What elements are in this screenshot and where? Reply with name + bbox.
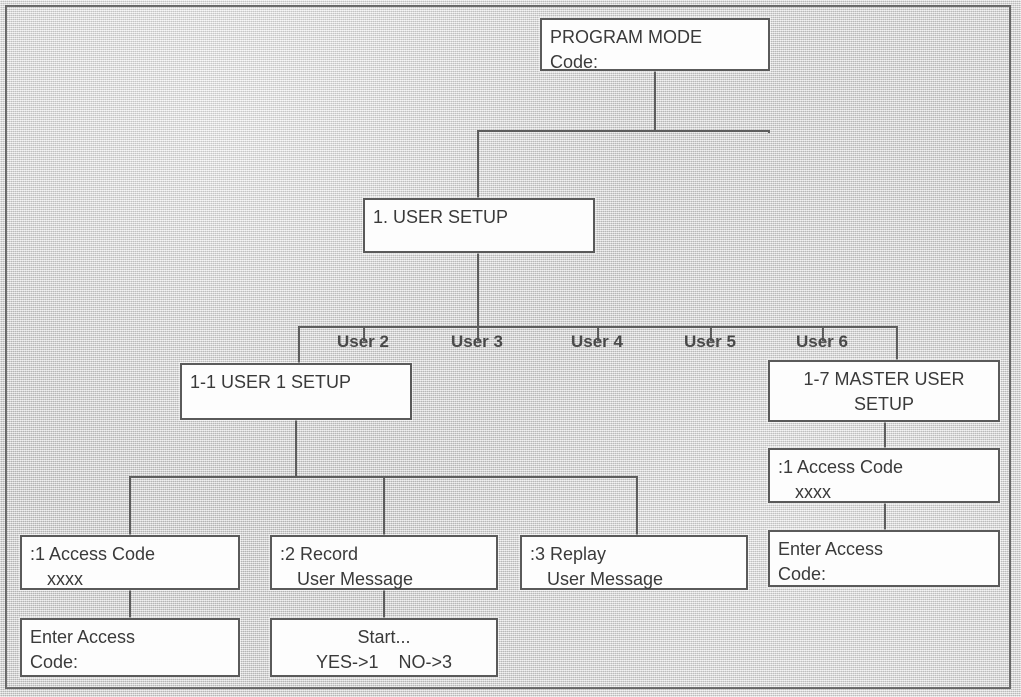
connector-access-to-enter — [129, 590, 131, 618]
u1-replay-line1: :3 Replay — [530, 544, 607, 564]
user1-setup-line1: 1-1 USER 1 SETUP — [190, 372, 352, 392]
tick-user-6 — [822, 326, 824, 341]
node-user-setup[interactable]: 1. USER SETUP — [363, 198, 595, 253]
connector-usersetup-to-userbus — [477, 252, 479, 328]
program-mode-line2: Code: — [550, 52, 599, 72]
connector-master-access-to-enter — [884, 503, 886, 530]
node-record-user-message[interactable]: :2 Record User Message — [270, 535, 498, 590]
connector-bus-right-stub — [768, 130, 770, 133]
tick-user-5 — [710, 326, 712, 341]
u1-replay-line2: User Message — [547, 569, 664, 589]
connector-bus-to-record — [383, 476, 385, 535]
u1-start-line1: Start... — [357, 627, 411, 647]
branch-label-user-2[interactable]: User 2 — [337, 332, 389, 351]
tick-user-4 — [597, 326, 599, 341]
node-record-start-prompt[interactable]: Start... YES->1 NO->3 — [270, 618, 498, 677]
master-enter-line2: Code: — [778, 564, 827, 584]
connector-bus-to-access — [129, 476, 131, 535]
connector-bus-level1 — [477, 130, 770, 132]
page-frame — [5, 5, 1011, 689]
branch-label-user-6[interactable]: User 6 — [796, 332, 848, 351]
user-setup-line1: 1. USER SETUP — [373, 207, 509, 227]
connector-bus-to-replay — [636, 476, 638, 535]
connector-program-to-bus — [654, 70, 656, 131]
connector-record-to-start — [383, 590, 385, 618]
node-user1-enter-code[interactable]: Enter Access Code: — [20, 618, 240, 677]
u1-start-line2: YES->1 NO->3 — [315, 652, 453, 672]
tick-user-3 — [477, 326, 479, 341]
node-replay-user-message[interactable]: :3 Replay User Message — [520, 535, 748, 590]
node-program-mode[interactable]: PROGRAM MODE Code: — [540, 18, 770, 72]
tick-user-2 — [363, 326, 365, 341]
branch-label-user-5[interactable]: User 5 — [684, 332, 736, 351]
u1-enter-line2: Code: — [30, 652, 79, 672]
master-setup-line2: SETUP — [853, 394, 914, 414]
master-access-line2: xxxx — [795, 482, 831, 502]
node-master-access-code[interactable]: :1 Access Code xxxx — [768, 448, 1000, 503]
node-master-user-setup[interactable]: 1-7 MASTER USER SETUP — [768, 360, 1000, 422]
connector-master-to-access — [884, 422, 886, 448]
branch-label-user-4[interactable]: User 4 — [571, 332, 623, 351]
u1-access-line1: :1 Access Code — [30, 544, 156, 564]
node-user1-setup[interactable]: 1-1 USER 1 SETUP — [180, 363, 412, 420]
node-master-enter-code[interactable]: Enter Access Code: — [768, 530, 1000, 587]
master-setup-line1: 1-7 MASTER USER — [803, 369, 965, 389]
u1-access-line2: xxxx — [47, 569, 83, 589]
connector-user1-to-bus — [295, 420, 297, 477]
master-enter-line1: Enter Access — [778, 539, 884, 559]
branch-label-user-3[interactable]: User 3 — [451, 332, 503, 351]
master-access-line1: :1 Access Code — [778, 457, 904, 477]
connector-userbus-to-master — [896, 326, 898, 360]
program-mode-line1: PROGRAM MODE — [550, 27, 703, 47]
u1-record-line2: User Message — [297, 569, 414, 589]
connector-bus-to-usersetup — [477, 130, 479, 198]
u1-enter-line1: Enter Access — [30, 627, 136, 647]
node-user1-access-code[interactable]: :1 Access Code xxxx — [20, 535, 240, 590]
u1-record-line1: :2 Record — [280, 544, 359, 564]
connector-userbus-to-user1 — [298, 326, 300, 363]
